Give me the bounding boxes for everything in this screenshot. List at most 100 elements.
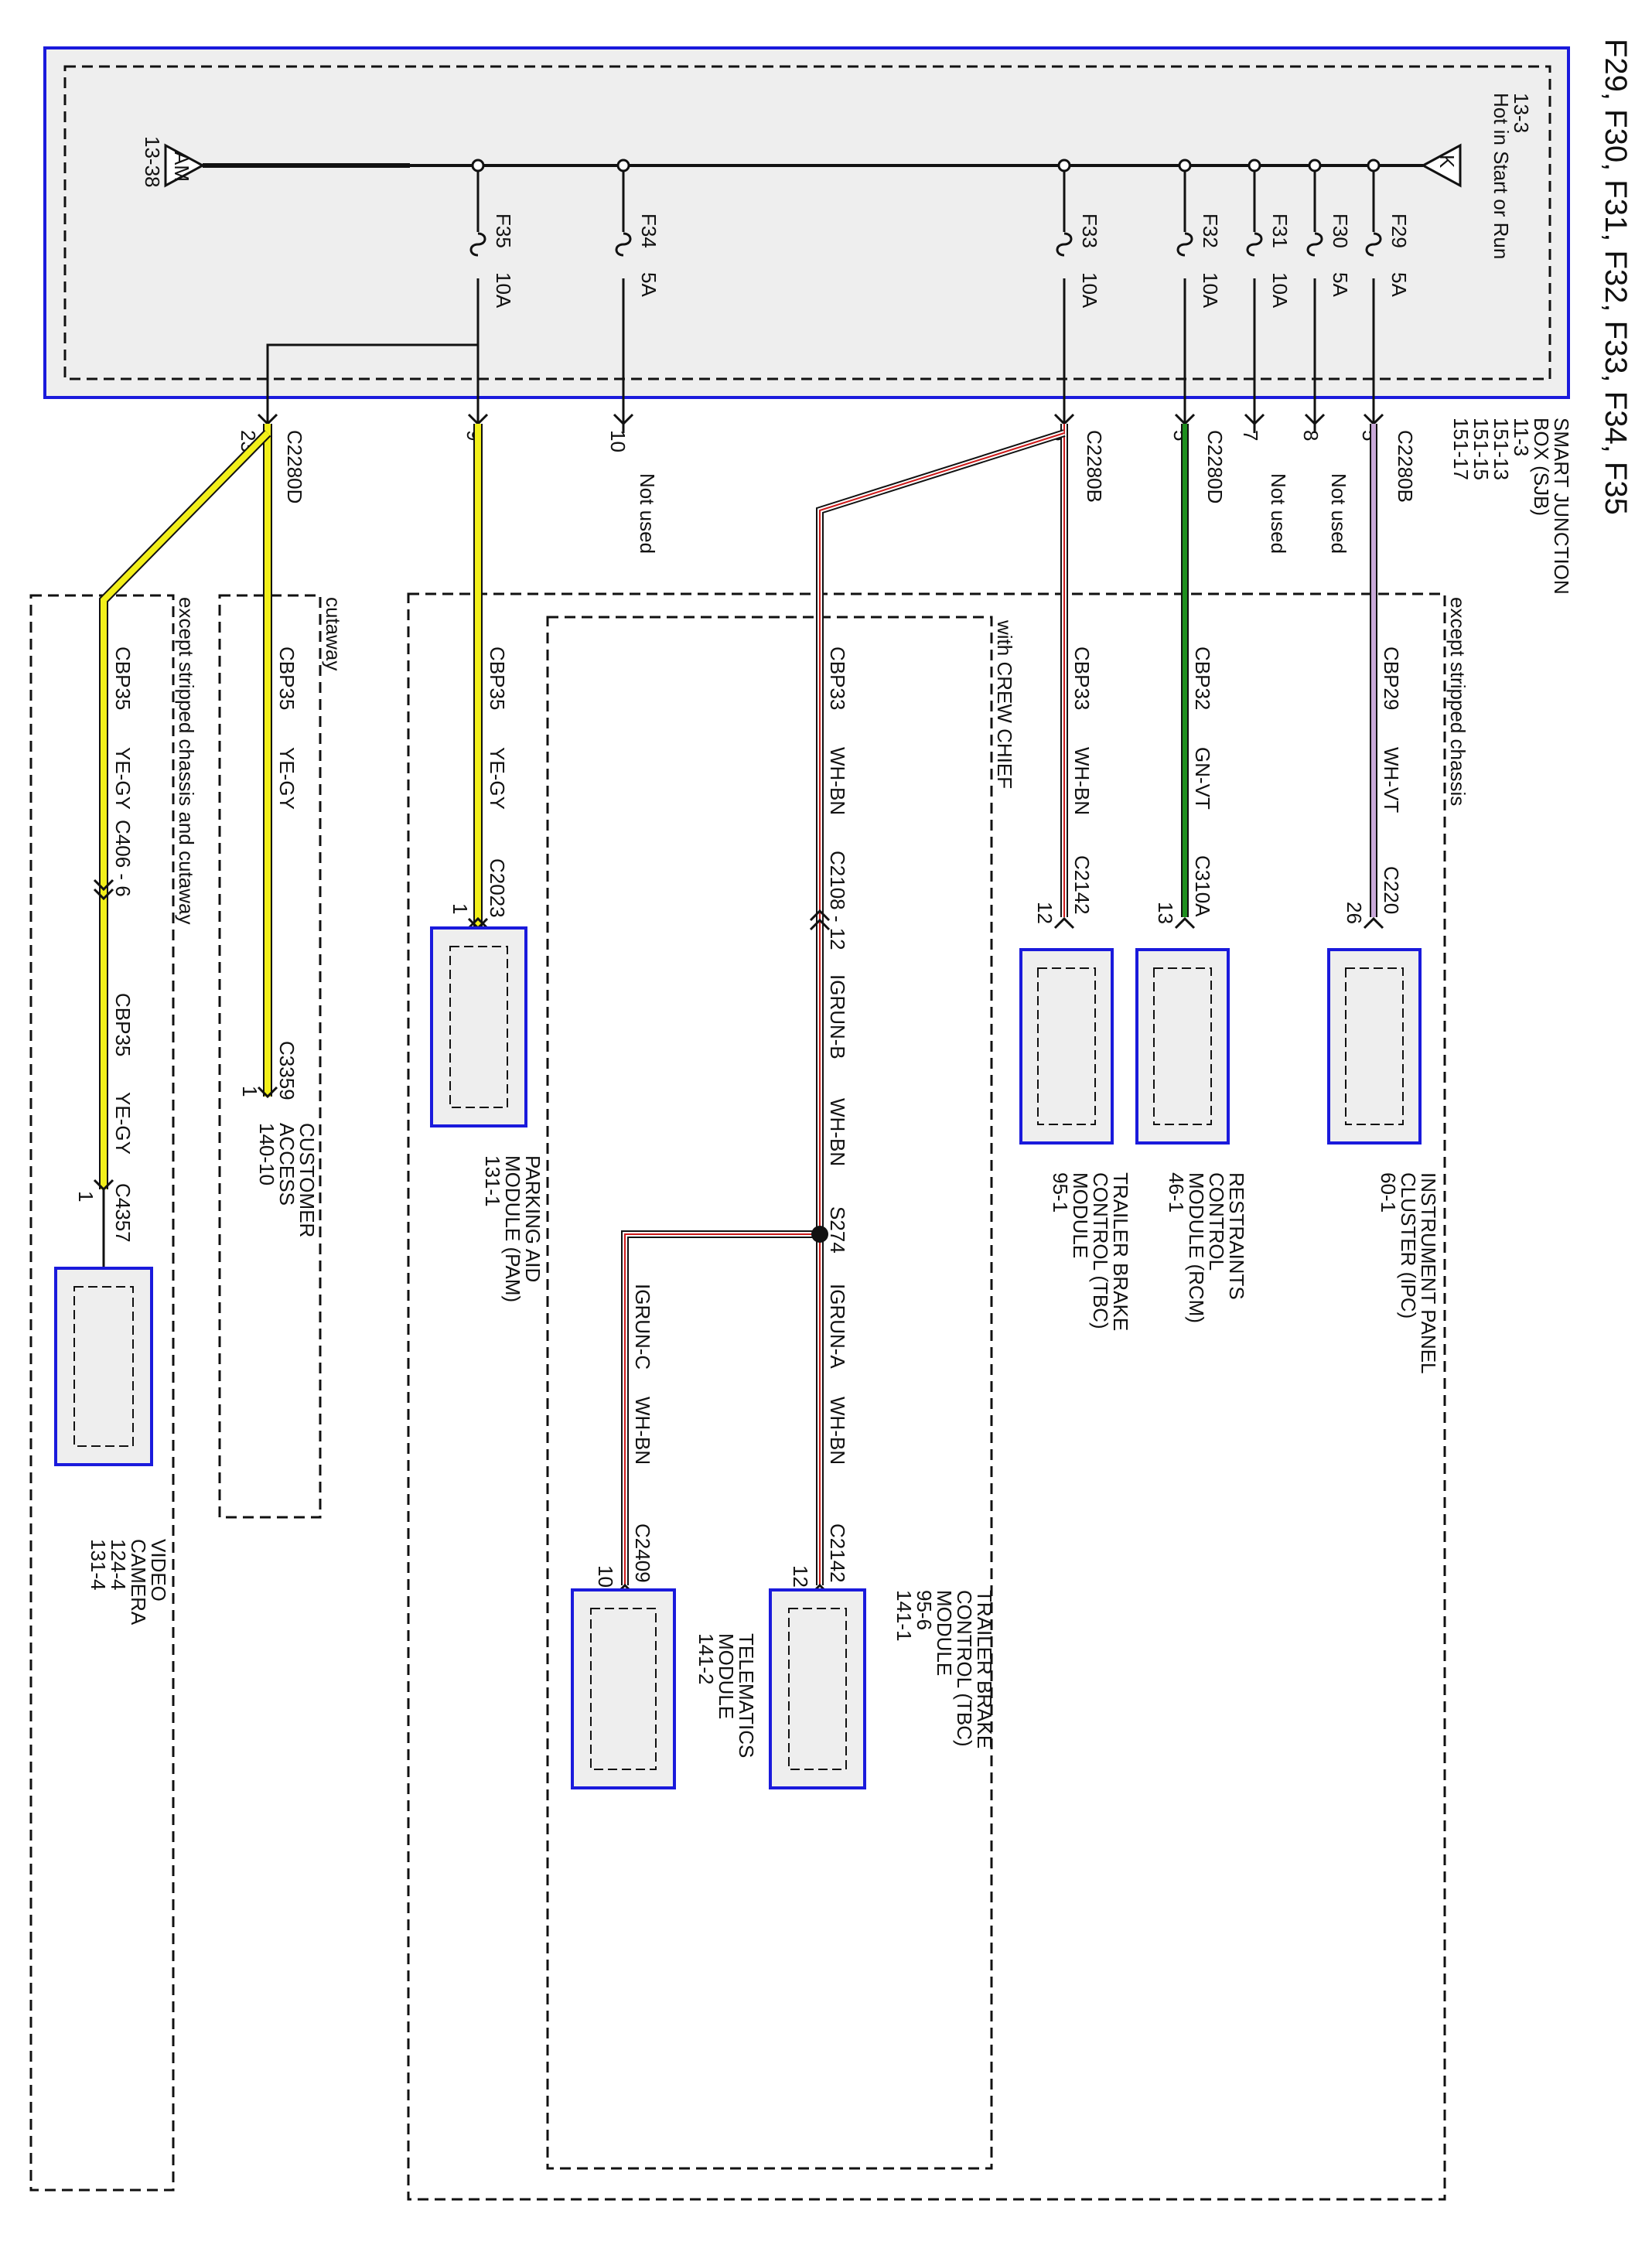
ipc-label-line: INSTRUMENT PANEL [1417,1172,1440,1374]
ipc-circuit: CBP29 [1380,646,1403,710]
f34-pin: 10 [606,430,630,452]
notused-stubs [622,424,1316,433]
igrunc-circuit: IGRUN-C [631,1284,654,1370]
f30-id: F30 [1329,213,1352,248]
crew-color: WH-BN [826,747,849,815]
pam-circuit: CBP35 [486,646,509,710]
f33-node [1057,159,1071,172]
region-cutaway [218,594,322,1519]
tbc1-chevron [1053,916,1075,930]
f32-rating: 10A [1199,272,1222,309]
sjb-name-text: SMART JUNCTION [1550,418,1573,595]
cust-conn: C3359 [275,1041,299,1100]
f30-pin: 8 [1299,430,1323,441]
pam-label: PARKING AID MODULE (PAM) 131-1 [481,1155,544,1302]
region-crew-chief [546,616,993,2170]
cam-label: VIDEO CAMERA 124-4 131-4 [87,1539,170,1626]
f29-conn: C2280B [1394,430,1417,503]
rcm-conn: C310A [1191,855,1214,917]
f34-id: F34 [637,213,660,248]
cust-pin: 1 [238,1086,261,1097]
fuse-symbols [469,232,1383,278]
cam-box-inner [73,1286,134,1447]
f35-node [471,159,485,172]
cam-label-line: 124-4 [107,1539,130,1591]
ipc-conn: C220 [1380,866,1403,914]
rcm-chevron [1174,916,1196,930]
ipc-color: WH-VT [1380,747,1403,813]
cust-color: YE-GY [275,747,299,810]
crew-chevron-b [809,909,831,922]
sjb-name-text: 11-3 [1510,418,1533,456]
ipc-box-inner [1345,967,1404,1125]
igrunb-color: WH-BN [826,1098,849,1166]
tbc1-circuit: CBP33 [1070,646,1094,710]
region-except-stripped-label: except stripped chassis [1446,597,1469,806]
cam-label-line: CAMERA [127,1539,150,1626]
tele-box [571,1588,676,1789]
hot-source-triangle [1420,143,1462,188]
crew-circuit: CBP33 [826,646,849,710]
f33-id: F33 [1078,213,1101,248]
tbc2-label-line: CONTROL (TBC) [953,1590,976,1747]
tele-box-inner [590,1608,657,1770]
f34-rating: 5A [637,272,660,297]
ipc-box [1327,948,1422,1145]
cam2-conn: C4357 [111,1183,135,1243]
c23-conn: C2280D [283,430,306,503]
f32-conn: C2280D [1203,430,1227,503]
pam-color: YE-GY [486,747,509,810]
cam2-color: YE-GY [111,1092,135,1155]
f34-notused: Not used [636,473,659,554]
ipc-pin: 26 [1343,902,1366,924]
pam-chevron-b [467,916,489,930]
cust-label-line: CUSTOMER [295,1123,319,1237]
tbc2-label-line: MODULE [933,1590,956,1676]
tbc2-box-inner [788,1608,847,1770]
ipc-label: INSTRUMENT PANEL CLUSTER (IPC) 60-1 [1377,1172,1440,1374]
crew-conn: C2108 - 12 [826,851,849,950]
f31-id: F31 [1268,213,1292,248]
crew-chevron-a [809,918,831,931]
rcm-color: GN-VT [1191,747,1214,810]
f30-notused: Not used [1327,473,1350,554]
cam-chevron-a [93,878,114,892]
sjb-name-text: 151-15 [1469,418,1493,480]
f31-node [1248,159,1261,172]
cam1-circuit: CBP35 [111,646,135,710]
rcm-label: RESTRAINTS CONTROL MODULE (RCM) 46-1 [1165,1172,1248,1323]
tbc1-label-line: MODULE [1069,1172,1092,1258]
pam-pin: 1 [449,903,472,914]
ipc-chevron [1363,916,1384,930]
cam-chevron-c [93,1179,114,1192]
cam2-circuit: CBP35 [111,993,135,1056]
sjb-name-block: SMART JUNCTION BOX (SJB) 11-3 151-13 151… [1449,418,1573,595]
cam-box [54,1267,153,1466]
pam-label-line: 131-1 [481,1155,504,1207]
igruna-pin: 12 [789,1565,812,1588]
tele-label-line: TELEMATICS [735,1633,758,1758]
f32-id: F32 [1199,213,1222,248]
tbc1-label-line: 95-1 [1049,1172,1072,1213]
module-boxes [54,926,1422,1789]
region-except-stripped [407,592,1446,2201]
cam1-color: YE-GY [111,747,135,810]
f29-node [1367,159,1381,172]
igruna-conn: C2142 [826,1523,849,1583]
cust-label-line: 140-10 [255,1123,278,1185]
f29-id: F29 [1387,213,1411,248]
igrunc-color: WH-BN [631,1397,654,1465]
sjb-name-text: 151-13 [1490,418,1513,480]
ipc-label-line: 60-1 [1377,1172,1400,1213]
tbc1-label: TRAILER BRAKE CONTROL (TBC) MODULE 95-1 [1049,1172,1132,1331]
splice-label: S274 [826,1206,849,1254]
cust-label: CUSTOMER ACCESS 140-10 [255,1123,319,1237]
cam2-pin: 1 [74,1191,97,1202]
rcm-pin: 13 [1154,902,1177,924]
tbc1-box [1019,948,1114,1145]
region-crew-chief-label: with CREW CHIEF [993,619,1016,789]
tbc2-label-line: 95-6 [913,1590,936,1630]
cam-label-line: VIDEO [147,1539,170,1602]
diagram-title: F29, F30, F31, F32, F33, F34, F35 [1599,39,1633,515]
